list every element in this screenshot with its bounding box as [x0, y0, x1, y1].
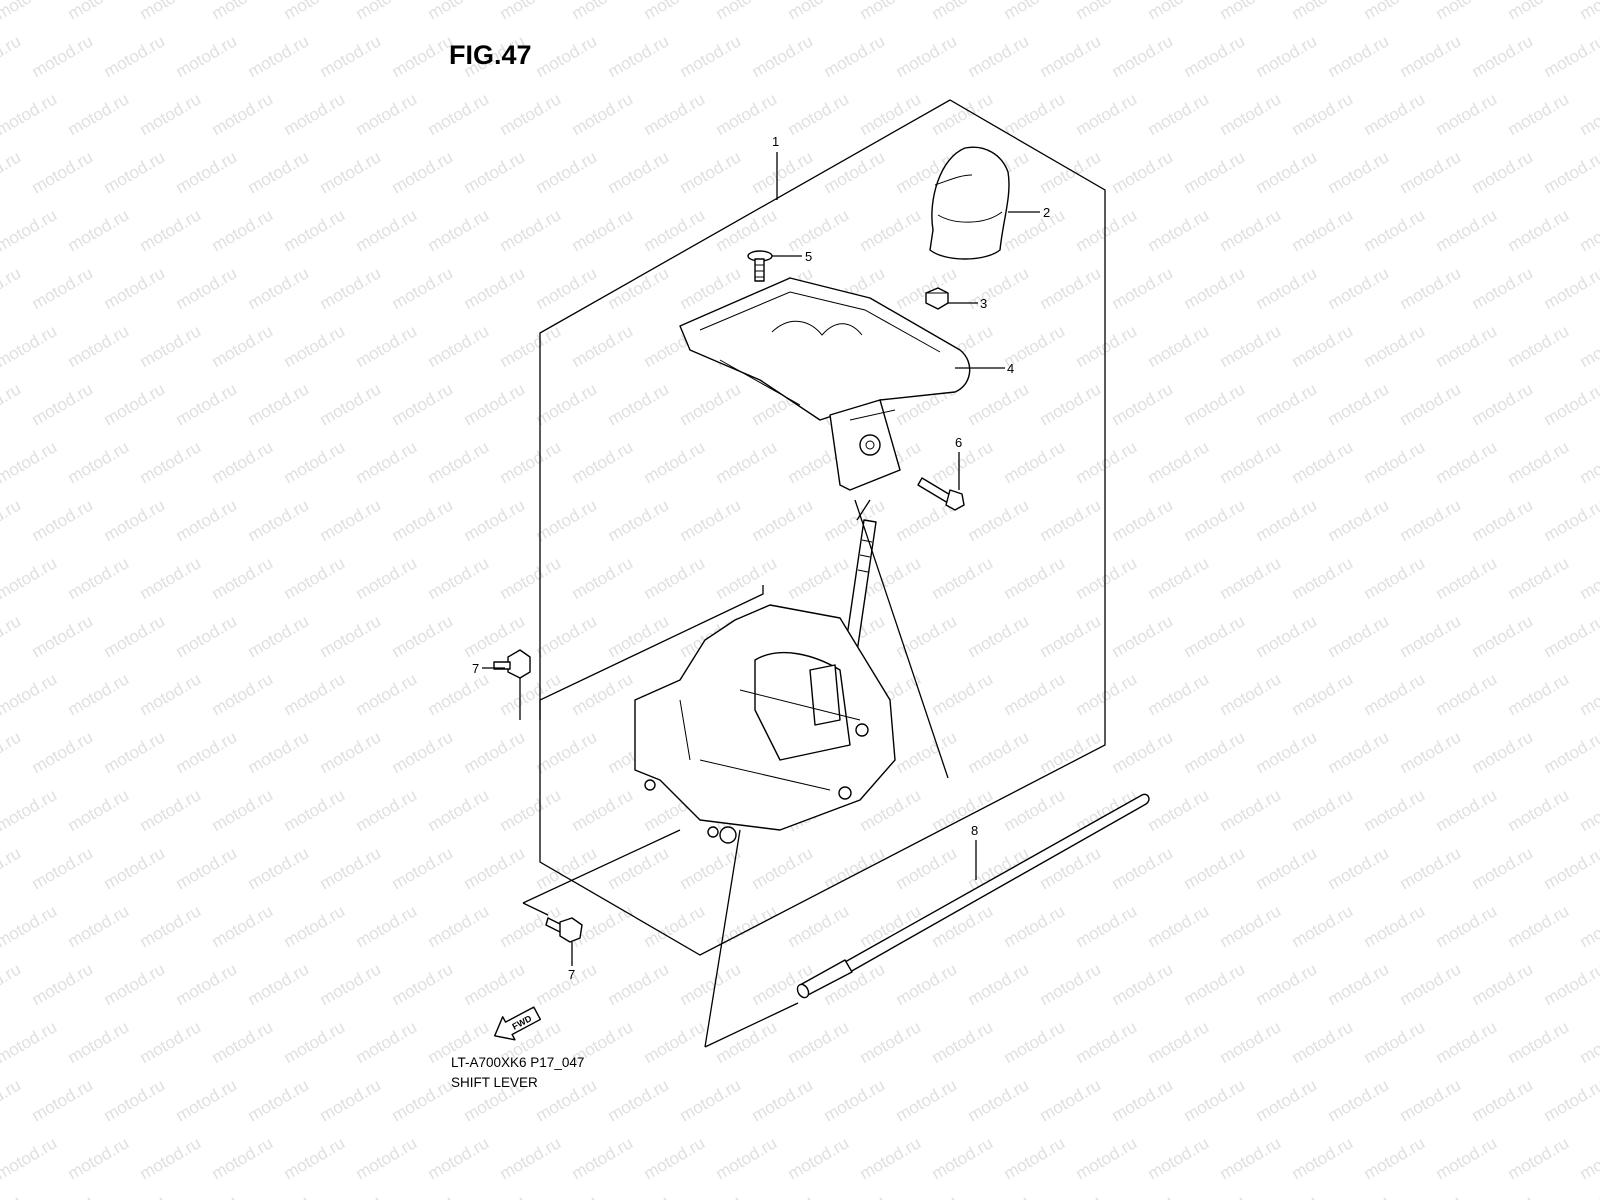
shift-rod-8 — [796, 793, 1150, 999]
shift-mechanism-base — [634, 604, 896, 844]
model-code: LT-A700XK6 P17_047 — [451, 1055, 585, 1070]
flange-bolt-7-lower — [545, 917, 583, 943]
callout-1: 1 — [772, 134, 779, 149]
shift-knob — [929, 146, 1010, 260]
callout-5: 5 — [805, 249, 812, 264]
figure-title: FIG.47 — [449, 40, 532, 70]
screw-5 — [747, 250, 773, 282]
callout-7-upper: 7 — [472, 661, 479, 676]
callout-4: 4 — [1007, 361, 1014, 376]
assembly-outline — [539, 99, 1106, 956]
callout-3: 3 — [980, 296, 987, 311]
callout-7-lower: 7 — [568, 967, 575, 982]
nut — [925, 287, 949, 310]
flange-bolt-7-upper — [493, 649, 531, 679]
fwd-direction-arrow: FWD — [493, 1006, 542, 1041]
callout-2: 2 — [1043, 205, 1050, 220]
shift-gate-cover — [679, 277, 971, 491]
callout-8: 8 — [971, 823, 978, 838]
callout-6: 6 — [955, 435, 962, 450]
section-name: SHIFT LEVER — [451, 1075, 538, 1090]
bolt-6 — [917, 477, 965, 511]
